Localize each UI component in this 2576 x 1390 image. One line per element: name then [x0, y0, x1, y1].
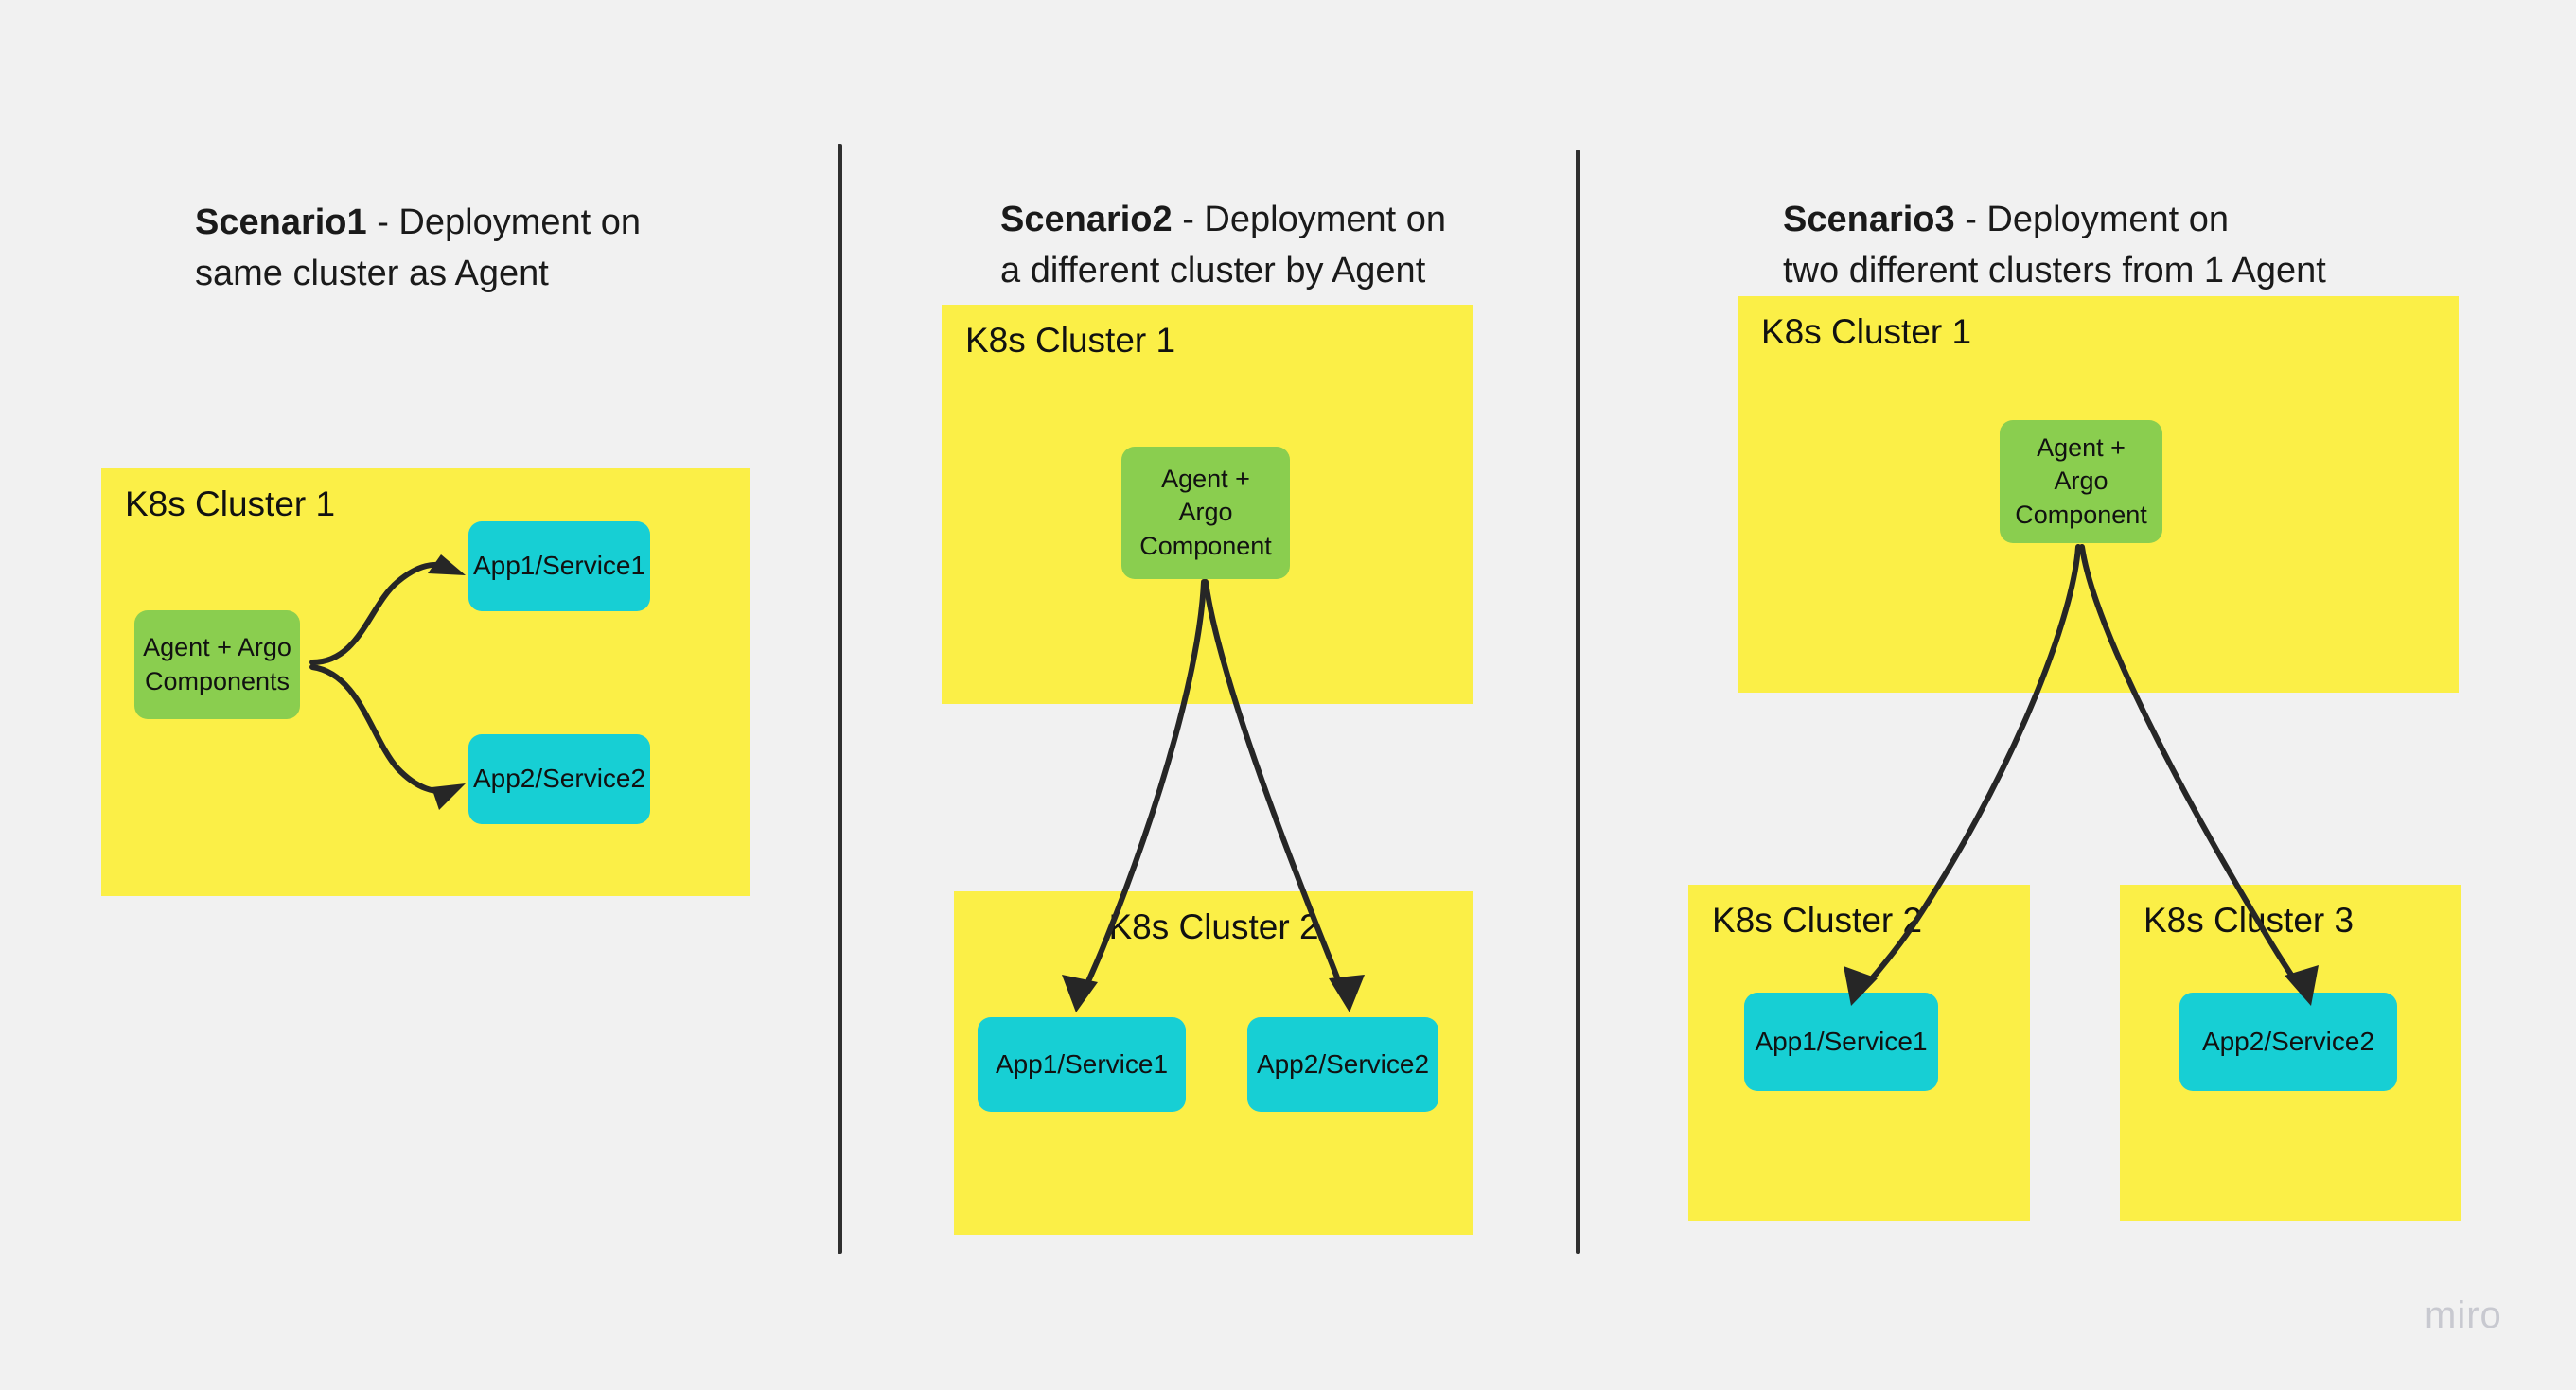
scenario3-title: Scenario3 - Deployment on two different … [1783, 144, 2445, 297]
cluster-label-s2-cluster2: K8s Cluster 2 [1108, 907, 1319, 946]
cluster-label-s3-cluster2: K8s Cluster 2 [1712, 901, 1923, 940]
scenario1-title-rest: - Deployment on same cluster as Agent [195, 202, 642, 293]
cluster-label-s2-cluster1: K8s Cluster 1 [965, 321, 1176, 360]
node-s3-agent[interactable]: Agent + Argo Component [2000, 420, 2162, 543]
node-s1-app1[interactable]: App1/Service1 [468, 521, 650, 611]
scenario2-title-rest: - Deployment on a different cluster by A… [1000, 199, 1447, 290]
column-divider-2 [1576, 150, 1580, 1254]
node-s3-app1[interactable]: App1/Service1 [1744, 993, 1938, 1091]
cluster-label-s3-cluster3: K8s Cluster 3 [2144, 901, 2355, 940]
node-s2-app1[interactable]: App1/Service1 [978, 1017, 1186, 1112]
node-s3-app2[interactable]: App2/Service2 [2179, 993, 2397, 1091]
cluster-label-s1-cluster1: K8s Cluster 1 [125, 484, 336, 523]
cluster-label-s3-cluster1: K8s Cluster 1 [1761, 312, 1972, 351]
node-s1-agent[interactable]: Agent + Argo Components [134, 610, 300, 719]
node-s1-app2[interactable]: App2/Service2 [468, 734, 650, 824]
node-s2-app2[interactable]: App2/Service2 [1247, 1017, 1438, 1112]
column-divider-1 [838, 144, 842, 1254]
scenario1-title: Scenario1 - Deployment on same cluster a… [195, 147, 763, 300]
miro-watermark: miro [2425, 1294, 2502, 1336]
scenario2-title: Scenario2 - Deployment on a different cl… [1000, 144, 1568, 297]
node-s2-agent[interactable]: Agent + Argo Component [1121, 447, 1290, 579]
scenario3-title-rest: - Deployment on two different clusters f… [1783, 199, 2326, 290]
scenario1-title-strong: Scenario1 [195, 202, 367, 242]
scenario3-title-strong: Scenario3 [1783, 199, 1955, 239]
scenario2-title-strong: Scenario2 [1000, 199, 1173, 239]
